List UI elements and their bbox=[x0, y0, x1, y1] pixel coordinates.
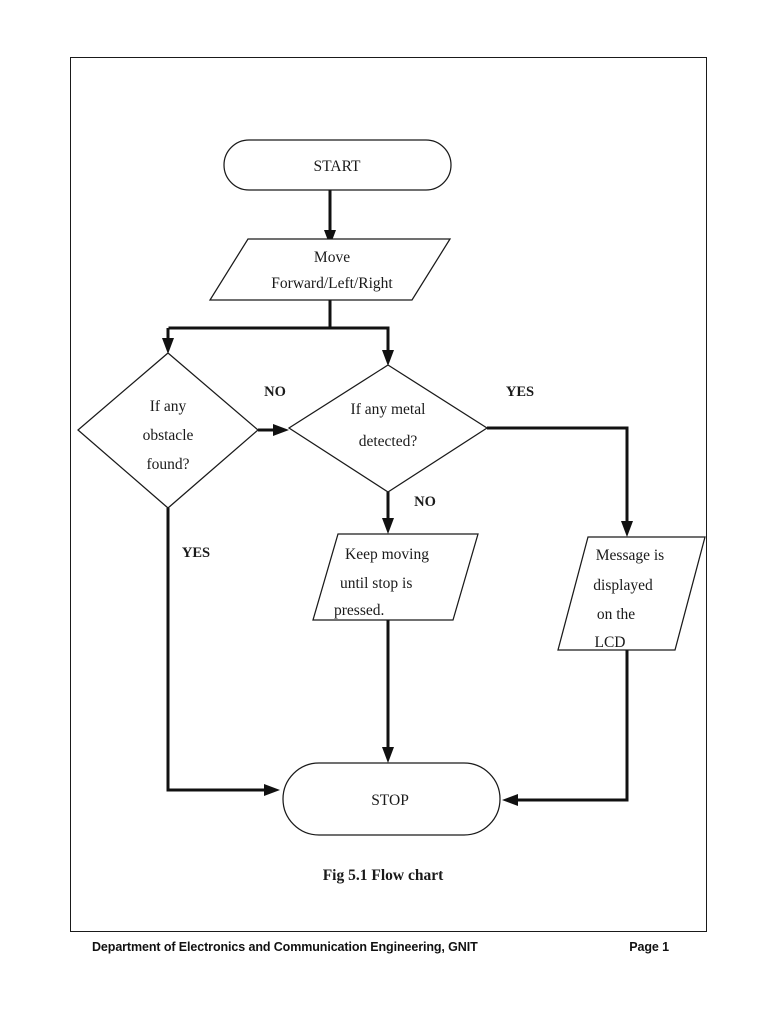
footer-page-number: Page 1 bbox=[629, 940, 669, 954]
node-obstacle-line-2: obstacle bbox=[143, 427, 194, 444]
footer-department-text: Department of Electronics and Communicat… bbox=[92, 940, 478, 954]
edge-obstacle-yes-to-stop bbox=[166, 508, 280, 796]
node-move: Move Forward/Left/Right bbox=[208, 238, 452, 301]
node-start: START bbox=[223, 139, 452, 191]
label-no-metal: NO bbox=[414, 494, 436, 510]
edge-keep-to-stop bbox=[382, 620, 394, 763]
page-footer: Department of Electronics and Communicat… bbox=[70, 940, 707, 954]
label-yes-obstacle: YES bbox=[182, 545, 210, 561]
node-obstacle-decision: If any obstacle found? bbox=[77, 352, 259, 509]
edge-start-to-move bbox=[324, 190, 336, 246]
node-move-line-2: Forward/Left/Right bbox=[271, 275, 393, 292]
node-message-line-4: LCD bbox=[595, 634, 626, 651]
node-stop: STOP bbox=[282, 762, 501, 836]
node-obstacle-line-1: If any bbox=[150, 398, 187, 415]
edge-move-split bbox=[162, 300, 394, 366]
node-stop-label: STOP bbox=[371, 792, 409, 809]
node-move-line-1: Move bbox=[314, 249, 350, 266]
node-obstacle-line-3: found? bbox=[146, 456, 189, 473]
label-no-obstacle: NO bbox=[264, 384, 286, 400]
node-keep-line-1: Keep moving bbox=[345, 546, 429, 563]
node-keep-line-3: pressed. bbox=[334, 602, 384, 619]
edge-message-to-stop bbox=[502, 650, 629, 806]
edge-obstacle-no-to-metal bbox=[258, 424, 289, 436]
node-message-line-3: on the bbox=[597, 606, 635, 623]
node-metal-line-2: detected? bbox=[359, 433, 418, 450]
node-metal-line-1: If any metal bbox=[351, 401, 426, 418]
edge-metal-no-to-keep bbox=[382, 492, 394, 534]
node-keep-line-2: until stop is bbox=[340, 575, 412, 592]
node-keep-moving: Keep moving until stop is pressed. bbox=[312, 533, 479, 621]
node-metal-decision: If any metal detected? bbox=[287, 364, 489, 493]
node-message-line-2: displayed bbox=[593, 577, 653, 594]
edge-metal-yes-to-message bbox=[487, 426, 633, 537]
node-message-line-1: Message is bbox=[596, 547, 664, 564]
label-yes-metal: YES bbox=[506, 384, 534, 400]
node-message-lcd: Message is displayed on the LCD bbox=[557, 536, 706, 651]
figure-caption: Fig 5.1 Flow chart bbox=[323, 867, 444, 884]
node-start-label: START bbox=[314, 158, 361, 175]
flowchart-canvas: METAL --> MESSAGE --> KEEP MOVING --> ST… bbox=[77, 139, 706, 884]
